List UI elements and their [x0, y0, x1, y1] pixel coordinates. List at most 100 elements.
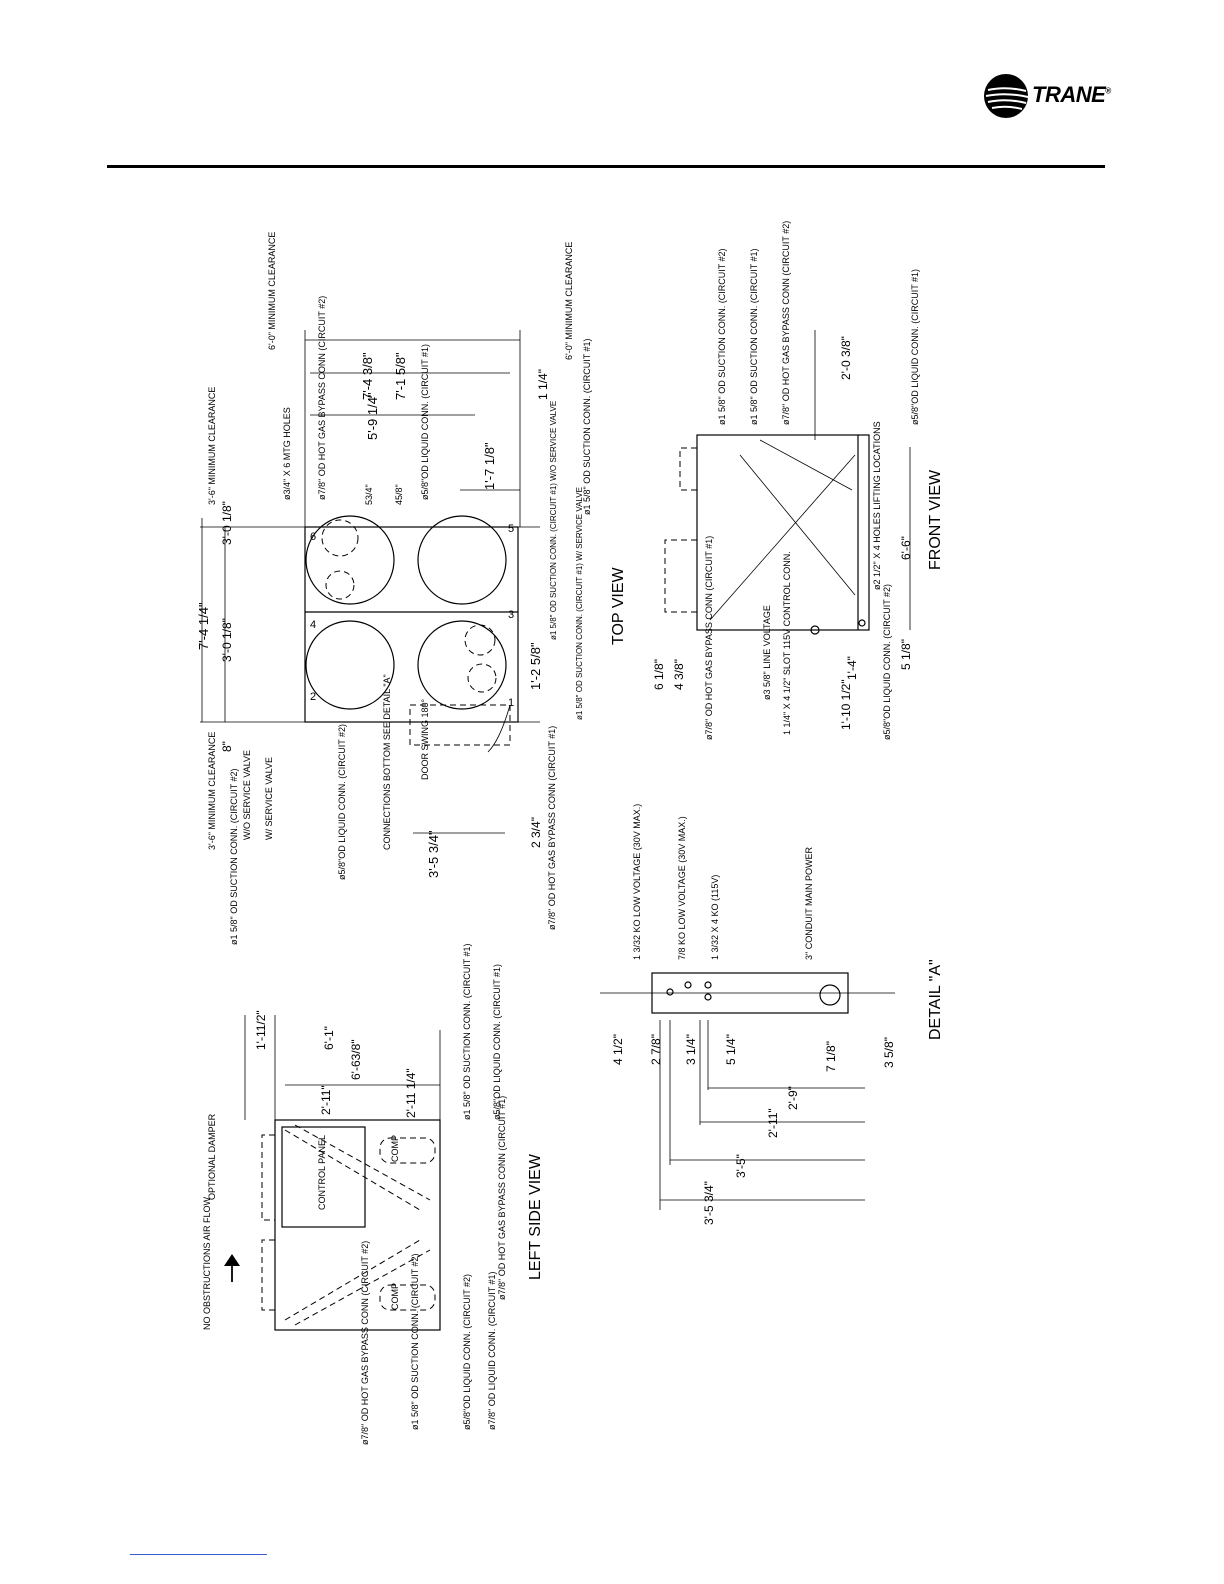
top-dashed-circle-2	[325, 570, 355, 600]
front-leader-3	[759, 439, 853, 491]
left-label-comp-2: COMP	[390, 1283, 400, 1310]
top-label-suction1-w: ø1 5/8" OD SUCTION CONN. (CIRCUIT #1) W/…	[575, 487, 584, 720]
top-view: 7'-4 1/4" 3'-0 1/8" 3'-0 1/8" 8" 7'-4 3/…	[196, 232, 627, 945]
left-label-airflow: NO OBSTRUCTIONS AIR FLOW	[202, 1196, 212, 1330]
front-label-lifting: ø2 1/2" X 4 HOLES LIFTING LOCATIONS	[872, 421, 882, 590]
ko-115-hole-2	[704, 993, 712, 1001]
top-clearance-bottom: 6'-0" MINIMUM CLEARANCE	[564, 242, 574, 360]
detail-a-view: 1 3/32 KO LOW VOLTAGE (30V MAX.) 7/8 KO …	[600, 804, 944, 1225]
left-label-liquid2: ø5/8"OD LIQUID CONN. (CIRCUIT #2)	[462, 1274, 472, 1430]
top-fan-1	[305, 620, 395, 710]
front-view-outline	[696, 434, 870, 631]
front-label-control: 1 1/4" X 4 1/2" SLOT 115V CONTROL CONN.	[782, 551, 792, 735]
top-marker-3: 3	[508, 609, 514, 621]
brand-name: TRANE	[1032, 82, 1106, 107]
top-door-box	[409, 704, 511, 746]
left-label-liquid1: ø5/8"OD LIQUID CONN. (CIRCUIT #1)	[492, 964, 502, 1120]
top-dim-small-b: 45/8"	[394, 484, 404, 505]
detail-dim-h-text: 2'-11"	[766, 1108, 780, 1138]
comp-box-2	[379, 1284, 436, 1311]
left-label-hotgas2: ø7/8" OD HOT GAS BYPASS CONN (CIRCUIT #2…	[360, 1241, 370, 1445]
left-label-control-panel: CONTROL PANEL	[317, 1135, 327, 1210]
top-dim-mid: 5'-9 1/4"	[365, 392, 380, 440]
top-dashed-circle-4	[467, 663, 497, 693]
front-dim-h-top: 2'-0 3/8"	[839, 336, 853, 380]
front-label-suction2: ø1 5/8" OD SUCTION CONN. (CIRCUIT #2)	[717, 248, 727, 425]
ko-low-1-hole	[666, 988, 674, 996]
detail-dim-j-text: 3'-5 3/4"	[702, 1181, 716, 1225]
left-label-damper: OPTIONAL DAMPER	[207, 1113, 217, 1200]
detail-dim-b-text: 2 7/8"	[649, 1034, 663, 1065]
front-dim-b: 4 3/8"	[672, 659, 686, 690]
left-label-comp-1: COMP	[390, 1135, 400, 1162]
detail-dim-e-text: 7 1/8"	[824, 1041, 838, 1072]
trane-logo: TRANE®	[980, 68, 1111, 128]
top-label-w-valve: W/ SERVICE VALVE	[264, 757, 274, 840]
top-dim-door-width: 3'-5 3/4"	[426, 830, 441, 878]
top-dim-inner: 7'-1 5/8"	[393, 352, 408, 400]
top-door-swing-arc	[487, 704, 511, 753]
left-dim-d: 2'-11 1/4"	[404, 1068, 418, 1118]
detail-dim-f-text: 3 5/8"	[882, 1037, 896, 1068]
top-dim-left-offset: 8"	[220, 741, 234, 752]
front-label-hotgas1: ø7/8" OD HOT GAS BYPASS CONN (CIRCUIT #1…	[704, 536, 714, 740]
airflow-arrow-icon	[224, 1254, 240, 1266]
detail-dim-a-text: 4 1/2"	[611, 1034, 625, 1065]
top-marker-5: 5	[508, 523, 514, 535]
detail-dim-g-text: 2'-9"	[786, 1086, 800, 1110]
top-label-suction1-wo: ø1 5/8" OD SUCTION CONN. (CIRCUIT #1) W/…	[549, 401, 558, 640]
front-label-suction1: ø1 5/8" OD SUCTION CONN. (CIRCUIT #1)	[749, 248, 759, 425]
ko-115-hole-1	[704, 981, 712, 989]
front-label-liquid1: ø5/8"OD LIQUID CONN. (CIRCUIT #1)	[910, 269, 920, 425]
detail-dim-d-text: 5 1/4"	[724, 1034, 738, 1065]
top-label-suction1: ø1 5/8" OD SUCTION CONN. (CIRCUIT #1)	[582, 338, 592, 515]
left-damper-2	[261, 1239, 275, 1311]
left-label-suction2: ø1 5/8" OD SUCTION CONN. (CIRCUIT #2)	[410, 1253, 420, 1430]
top-dim-conn-b: 1'-7 1/8"	[482, 442, 497, 490]
front-dim-e: 5 1/8"	[899, 639, 913, 670]
top-dashed-circle-1	[321, 519, 359, 557]
left-view-outline	[274, 1119, 441, 1331]
front-dim-a: 6 1/8"	[652, 659, 666, 690]
left-label-hotgas1: ø7/8" OD HOT GAS BYPASS CONN (CIRCUIT #1…	[497, 1096, 507, 1300]
top-dim-width: 7'-4 1/4"	[196, 602, 211, 650]
top-clearance-right: 3'-6" MINIMUM CLEARANCE	[207, 387, 217, 505]
header-rule	[107, 165, 1105, 168]
top-view-outline	[304, 526, 519, 723]
top-label-liquid1: ø5/8"OD LIQUID CONN. (CIRCUIT #1)	[420, 344, 430, 500]
ko-low-2-hole	[684, 981, 692, 989]
detail-dim-c-text: 3 1/4"	[684, 1034, 698, 1065]
detail-label-ko-115: 1 3/32 X 4 KO (115V)	[710, 875, 720, 960]
top-dashed-circle-3	[464, 624, 496, 656]
top-fan-2	[305, 515, 395, 605]
brand-mark: ®	[1105, 86, 1111, 96]
front-view-title: FRONT VIEW	[927, 469, 944, 570]
top-fan-4	[417, 515, 507, 605]
detail-label-ko-low-2: 7/8 KO LOW VOLTAGE (30V MAX.)	[677, 816, 687, 960]
footer-link-underline	[130, 1554, 267, 1555]
front-leader-1	[709, 454, 856, 621]
front-hole-1	[858, 619, 866, 627]
top-label-suction2: ø1 5/8" OD SUCTION CONN. (CIRCUIT #2)	[229, 768, 239, 945]
left-side-view: NO OBSTRUCTIONS AIR FLOW OPTIONAL DAMPER…	[202, 943, 544, 1445]
left-dim-c: 2'-11"	[319, 1085, 333, 1115]
top-dim-small-a: 53/4"	[364, 484, 374, 505]
detail-label-conduit: 3" CONDUIT MAIN POWER	[804, 846, 814, 960]
top-fan-3	[417, 620, 507, 710]
top-marker-1: 1	[508, 697, 514, 709]
front-dash-1	[679, 447, 697, 491]
top-label-conn-bottom: CONNECTIONS BOTTOM SEE DETAIL "A"	[382, 674, 392, 850]
top-dim-conn-a: 1'-2 5/8"	[528, 642, 543, 690]
top-label-hotgas1: ø7/8" OD HOT GAS BYPASS CONN (CIRCUIT #1…	[547, 726, 557, 930]
top-dim-half-a: 3'-0 1/8"	[220, 618, 234, 662]
left-dim-overall: 6'-1"	[322, 1026, 336, 1050]
left-damper-1	[261, 1134, 275, 1221]
top-marker-4: 4	[310, 619, 316, 631]
brand-wordmark: TRANE®	[1032, 82, 1111, 108]
detail-a-title: DETAIL "A"	[927, 959, 944, 1040]
top-marker-6: 6	[310, 531, 316, 543]
trane-globe-icon	[984, 74, 1029, 118]
front-label-hotgas2: ø7/8" OD HOT GAS BYPASS CONN (CIRCUIT #2…	[781, 221, 791, 425]
front-dim-overall: 6'-6"	[899, 536, 913, 560]
